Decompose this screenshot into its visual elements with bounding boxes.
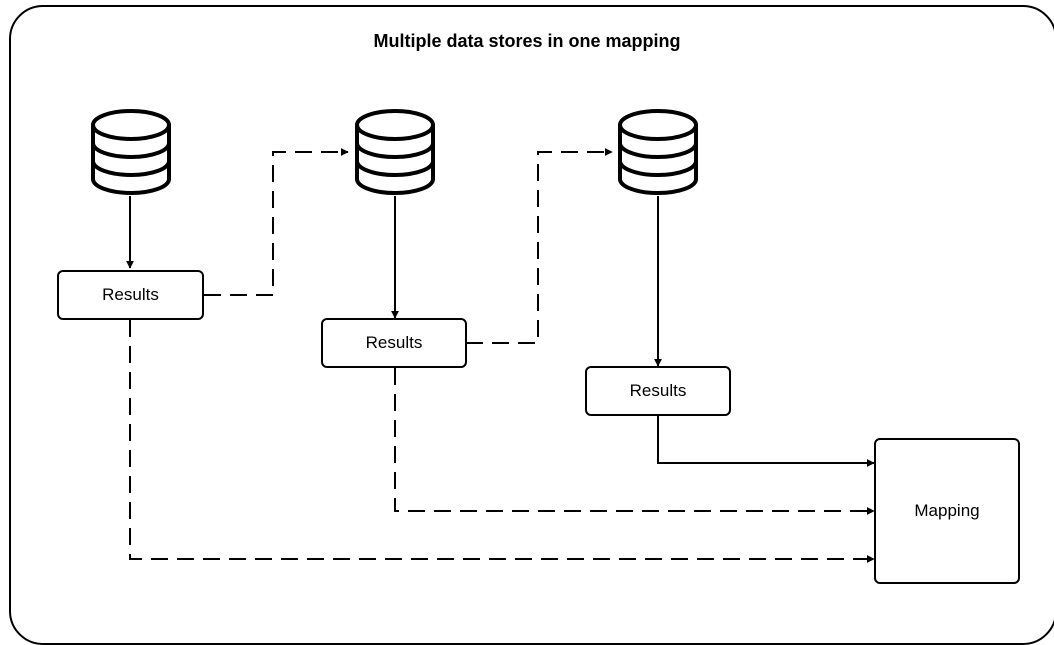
connectors (126, 148, 875, 563)
results-node-label: Results (365, 333, 423, 352)
diagram-title: Multiple data stores in one mapping (373, 31, 681, 51)
results-node-label: Results (629, 381, 687, 400)
mapping-node-label: Mapping (914, 501, 980, 520)
dashed-arrow-results1-store2 (204, 148, 349, 296)
dashed-arrow-results2-mapping (394, 368, 875, 515)
dashed-arrow-results1-mapping (129, 320, 875, 563)
database-icon (91, 109, 171, 195)
results-node-2: Results (321, 318, 467, 368)
results-node-label: Results (102, 285, 159, 304)
dashed-arrow-results2-store3 (466, 148, 613, 344)
solid-arrow-results3-mapping (657, 415, 875, 467)
results-node-1: Results (57, 270, 204, 320)
database-icon (618, 109, 698, 195)
results-node-3: Results (585, 366, 731, 416)
mapping-node: Mapping (874, 438, 1020, 584)
diagram-canvas: Multiple data stores in one mapping (9, 5, 1054, 645)
database-icon (355, 109, 435, 195)
